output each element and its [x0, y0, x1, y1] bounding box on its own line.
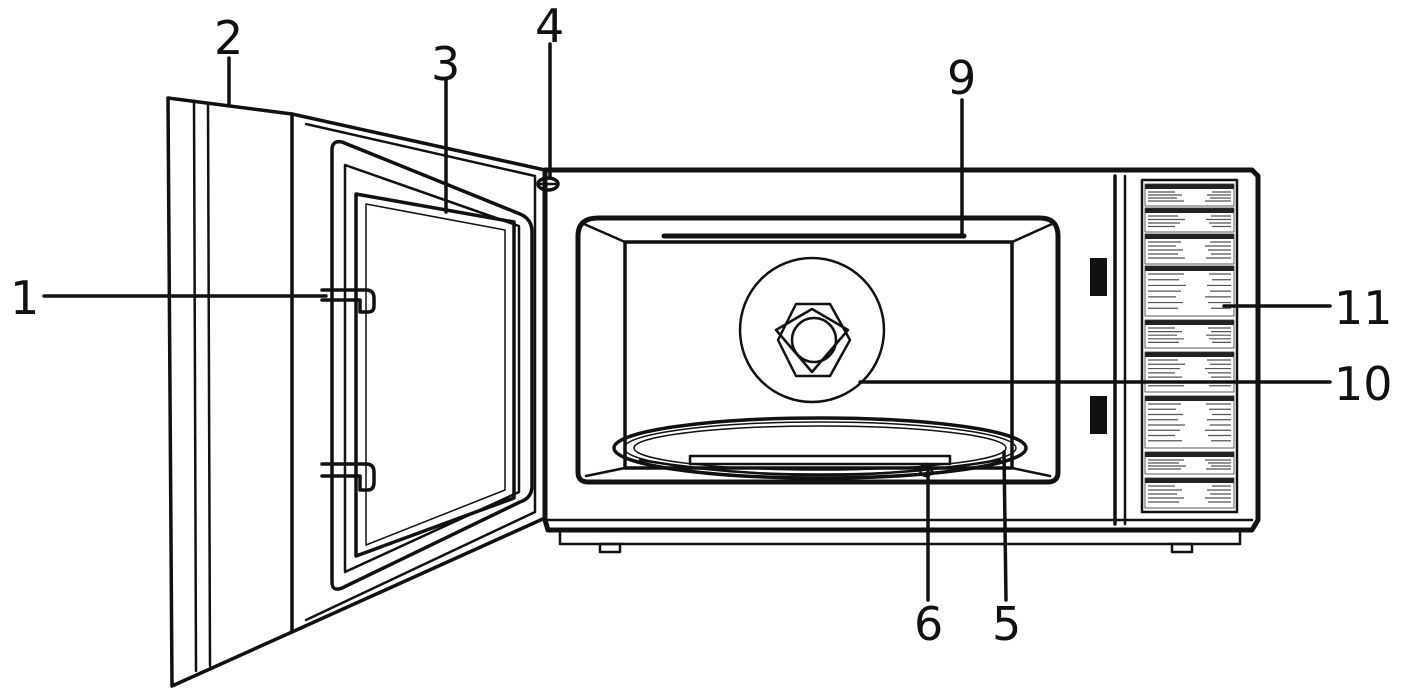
safety-interlock: [538, 178, 558, 190]
callout-labels: 1 2 3 4 5 6 9 10 11: [10, 0, 1393, 651]
grill-heater: [664, 236, 964, 242]
label-section-header: [1145, 396, 1234, 401]
latch-slot-upper: [1090, 258, 1107, 296]
label-section-header: [1145, 208, 1234, 213]
label-section-header: [1145, 452, 1234, 457]
callout-2: 2: [214, 11, 243, 65]
cooking-guide-label: [1142, 180, 1237, 512]
callout-5: 5: [992, 597, 1021, 651]
door-outer-edge: [168, 98, 292, 686]
callout-9: 9: [947, 51, 976, 105]
callout-10: 10: [1334, 357, 1393, 411]
label-section-header: [1145, 320, 1234, 325]
cabinet: [545, 170, 1258, 552]
callout-1: 1: [10, 271, 39, 325]
door-window: [356, 194, 514, 556]
label-section-header: [1145, 478, 1234, 483]
label-section-header: [1145, 234, 1234, 239]
latch-slot-lower: [1090, 396, 1107, 434]
label-section-header: [1145, 266, 1234, 271]
turntable-support: [690, 456, 950, 476]
callout-11: 11: [1334, 281, 1393, 335]
oven-cavity: [578, 218, 1058, 482]
callout-6: 6: [914, 597, 943, 651]
callout-4: 4: [535, 0, 564, 53]
label-section-header: [1145, 352, 1234, 357]
foot-right: [1172, 544, 1192, 552]
door: [168, 98, 545, 686]
callout-3: 3: [431, 37, 460, 91]
leader-lines: [44, 44, 1330, 600]
label-section-header: [1145, 184, 1234, 189]
label-sections: [1145, 184, 1234, 508]
foot-left: [600, 544, 620, 552]
